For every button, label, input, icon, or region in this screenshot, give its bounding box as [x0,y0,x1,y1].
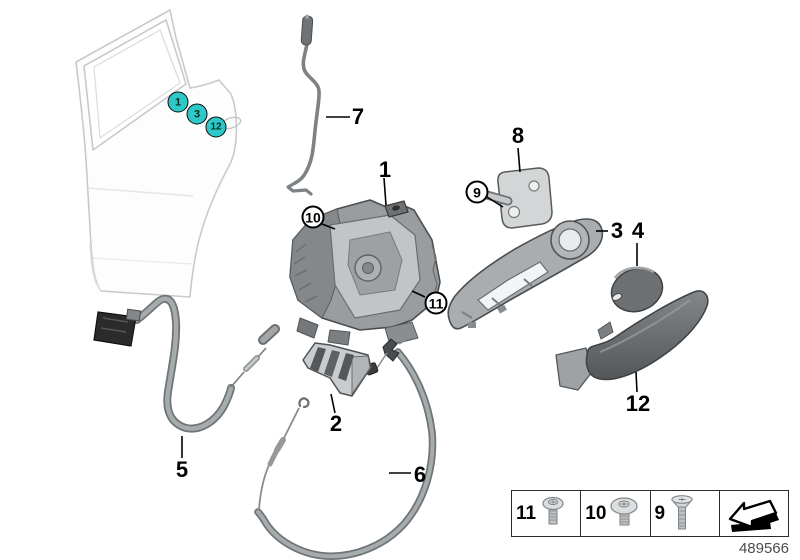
circled-callout-11[interactable]: 11 [424,291,448,315]
legend-number-10: 10 [585,502,607,524]
part-label-4-cover[interactable]: 4 [631,218,645,243]
lock-assembly-art [289,199,441,346]
cable-front-art [93,294,280,433]
part-label-12-handle[interactable]: 12 [625,391,651,416]
part-label-6-cable-rear[interactable]: 6 [413,462,427,487]
button-head-screw-icon [542,496,564,524]
handle-cover-art [610,266,664,313]
circled-callout-9[interactable]: 9 [465,180,489,204]
pan-head-screw-icon [610,496,638,525]
part-label-2-bracket[interactable]: 2 [329,411,343,436]
leader-lines [181,116,638,474]
handle-carrier-art [447,218,604,330]
door-handle-art [555,290,709,391]
door-hotspot-3[interactable]: 3 [186,103,208,125]
part-label-1-lock[interactable]: 1 [378,157,392,182]
door-hotspot-1[interactable]: 1 [167,91,189,113]
part-label-3-carrier[interactable]: 3 [610,218,624,243]
guide-bracket-art [302,342,372,397]
countersunk-screw-icon [670,494,694,529]
fastener-legend: 11 10 9 [511,490,789,537]
legend-number-11: 11 [516,502,537,524]
direction-arrow-icon [728,499,779,532]
legend-cell-screw-11[interactable]: 11 [512,491,582,536]
door-hotspot-12[interactable]: 12 [205,116,227,138]
drawing-number: 489566 [738,540,789,557]
part-label-5-cable-front[interactable]: 5 [175,457,189,482]
part-label-8-striker[interactable]: 8 [511,123,525,148]
door-outline-art [75,9,242,298]
legend-number-9: 9 [654,502,666,524]
legend-cell-screw-10[interactable]: 10 [581,491,651,536]
rod-part-art [286,14,321,196]
part-label-7-rod[interactable]: 7 [351,104,365,129]
legend-cell-arrow[interactable] [720,491,788,536]
legend-cell-screw-9[interactable]: 9 [651,491,720,536]
circled-callout-10[interactable]: 10 [301,205,325,229]
